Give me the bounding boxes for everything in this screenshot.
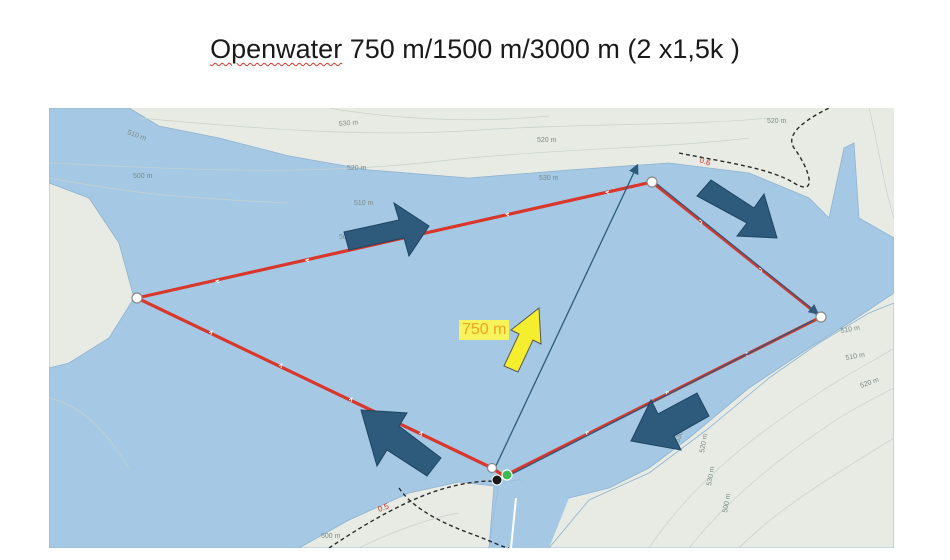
direction-arrow-southwest (630, 392, 710, 451)
bottom-right-shore (548, 302, 894, 548)
pier (510, 497, 517, 548)
buoys (131, 176, 827, 486)
title-distances: 750 m/1500 m/3000 m (2 x1,5k ) (342, 34, 740, 64)
direction-arrow-east (343, 201, 430, 258)
footpaths (328, 108, 830, 548)
contour-lines (49, 108, 894, 548)
buoy-start-white (486, 462, 498, 474)
contour-label: 50 (339, 234, 347, 241)
km-marker: 0.5 (377, 501, 391, 513)
return-leg-line (503, 319, 815, 479)
finish-marker-green (501, 469, 513, 481)
slide-title: Openwater 750 m/1500 m/3000 m (2 x1,5k ) (0, 34, 950, 65)
contour-label: 530 m (706, 466, 716, 487)
contour-label: 520 m (537, 137, 557, 144)
contour-label: 510 m (845, 352, 866, 362)
contour-label: 510 m (354, 200, 374, 207)
east-leg-line (656, 183, 820, 315)
km-marker: 0.6 (698, 155, 712, 167)
contour-label: 510 m (840, 325, 861, 335)
contour-label: 530 m (539, 175, 559, 182)
title-word-openwater: Openwater (210, 34, 343, 64)
map[interactable]: 510 m 500 m 530 m 520 m 510 m 520 m 530 … (49, 108, 894, 548)
start-direction-arrow (503, 307, 542, 373)
bottom-left-shore (298, 481, 495, 548)
contour-label: 500 m (321, 533, 341, 540)
distance-label: 750 m (459, 320, 510, 340)
contour-label: 520 m (347, 165, 367, 172)
direction-arrow-southeast (696, 179, 778, 239)
contour-label: 520 m (767, 118, 787, 125)
contour-label: 500 m (133, 173, 153, 180)
buoy-east (815, 311, 827, 323)
contour-label: 520 m (699, 433, 709, 454)
lake-inlet (489, 480, 569, 548)
buoy-north (646, 176, 658, 188)
buoy-west (131, 292, 143, 304)
direction-arrow-northwest (360, 409, 442, 477)
direction-arrows (343, 179, 778, 477)
contour-label: 530 m (339, 119, 359, 128)
contour-label: 500 m (722, 493, 732, 514)
course-bearing-line (493, 163, 639, 471)
start-marker-black (491, 474, 503, 486)
left-peninsula (49, 182, 135, 369)
